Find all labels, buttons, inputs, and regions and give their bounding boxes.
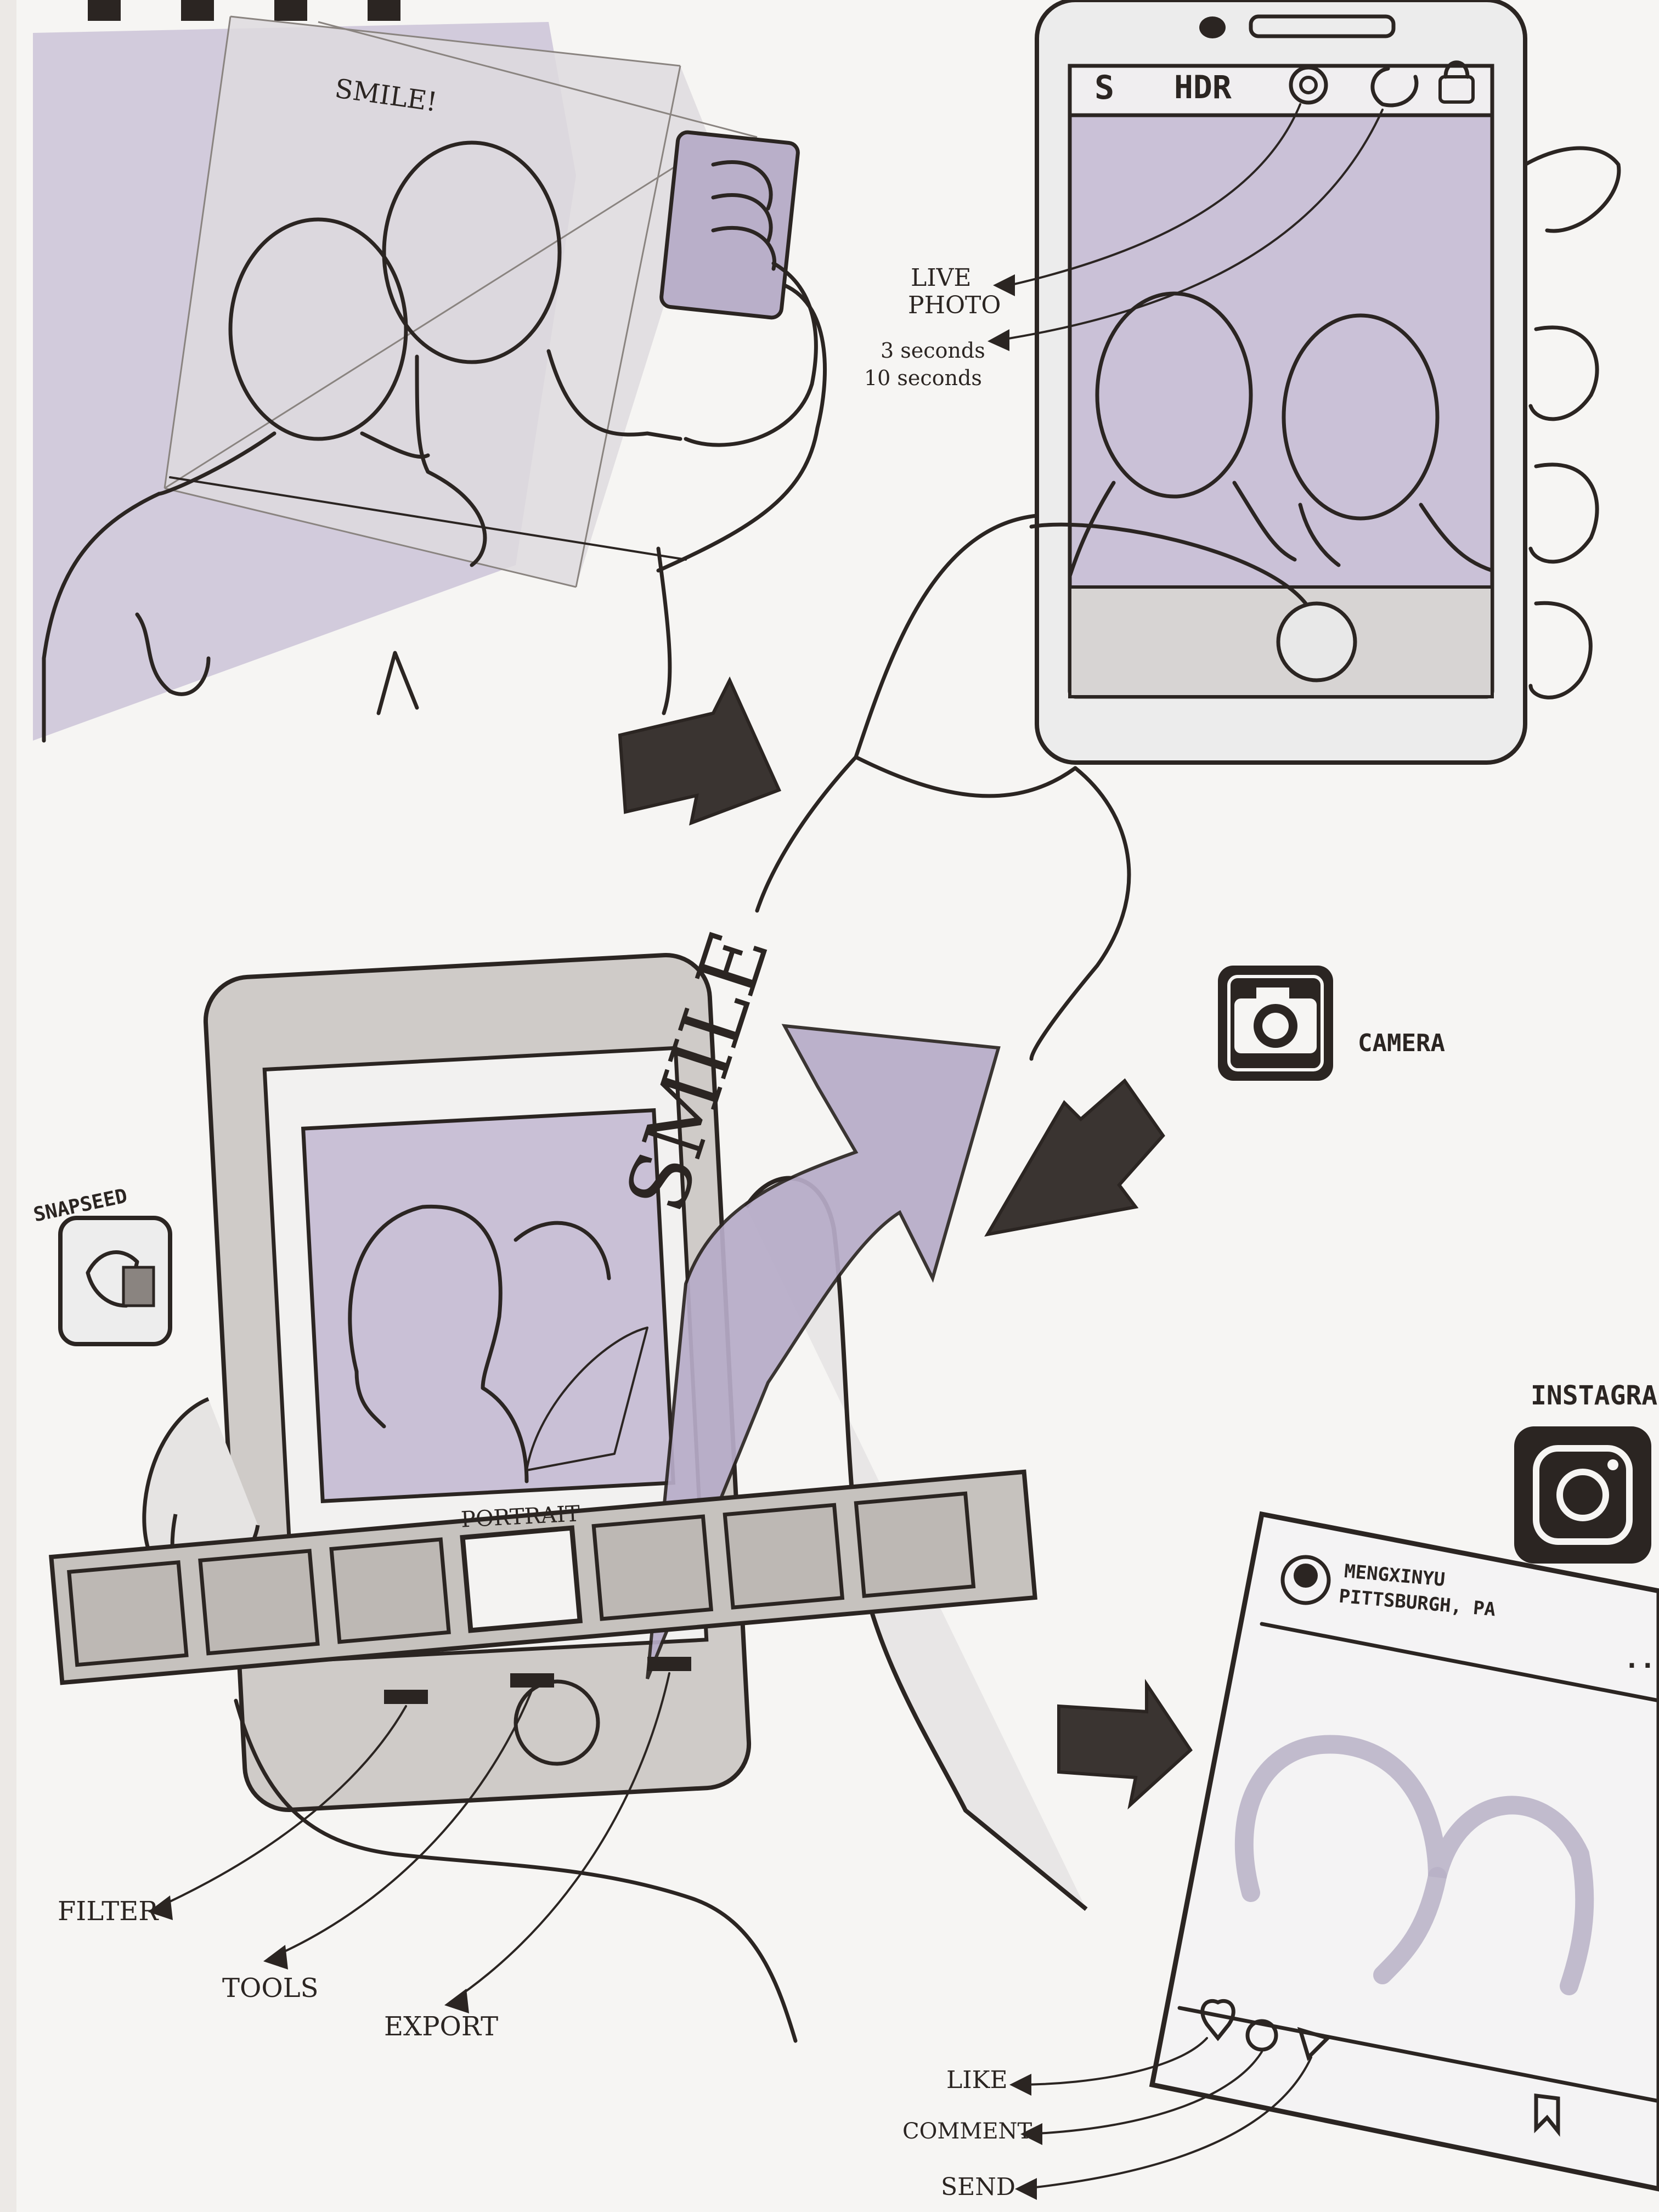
comment-callout: COMMENT	[902, 2119, 1032, 2144]
spiral-binding	[88, 0, 400, 21]
send-callout: SEND	[941, 2173, 1016, 2201]
timer-callout-line1: 3 seconds	[881, 338, 985, 363]
camera-phone-scene	[755, 0, 1621, 1061]
flash-glyph: S	[1094, 69, 1115, 107]
flow-arrow-3	[1057, 1679, 1193, 1810]
flow-arrow-2	[984, 1078, 1165, 1237]
post-more-icon[interactable]: ...	[1624, 1644, 1659, 1674]
instagram-post-scene	[1009, 1511, 1659, 2200]
tools-callout: TOOLS	[222, 1973, 319, 2004]
flow-arrow-1	[618, 676, 782, 826]
portrait-filter-label: PORTRAIT	[460, 1501, 581, 1533]
live-photo-callout-line1: LIVE	[911, 264, 972, 292]
hdr-label: HDR	[1174, 69, 1232, 106]
instagram-app-label: INSTAGRA	[1531, 1380, 1658, 1411]
camera-app-label: CAMERA	[1358, 1029, 1445, 1057]
like-callout: LIKE	[946, 2066, 1008, 2094]
live-photo-callout-line2: PHOTO	[908, 291, 1001, 319]
timer-callout-line2: 10 seconds	[864, 366, 982, 390]
selfie-scene	[33, 15, 827, 743]
instagram-app-icon	[1514, 1426, 1651, 1564]
snapseed-app-icon	[58, 1216, 172, 1346]
filter-callout: FILTER	[58, 1896, 159, 1927]
export-callout: EXPORT	[384, 2011, 499, 2042]
camera-app-icon	[1218, 966, 1333, 1081]
snapseed-phone-scene	[49, 953, 1088, 2043]
swipe-arrow	[646, 1024, 1001, 1680]
